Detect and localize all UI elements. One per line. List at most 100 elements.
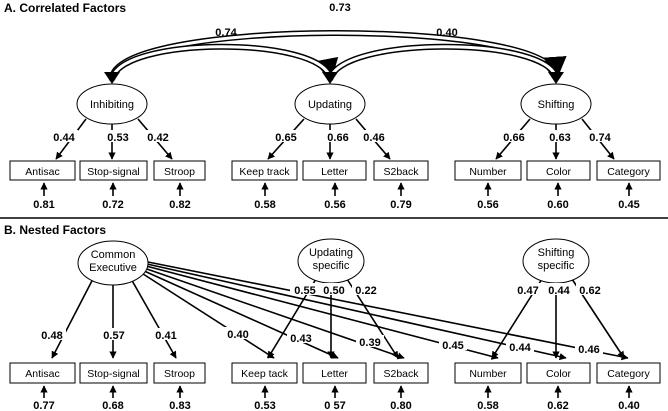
corr-inhibiting-shifting: 0.73: [329, 2, 350, 14]
corr-inhibiting-updating: 0.74: [215, 27, 237, 39]
loading-color: 0.63: [549, 132, 570, 144]
task-box-letter-b: Letter: [302, 362, 367, 384]
task-box-number-b: Number: [454, 362, 522, 384]
factor-label: Inhibiting: [90, 99, 134, 111]
error-stop-signal: 0.72: [102, 199, 123, 211]
task-label: Antisac: [25, 368, 59, 380]
common-loading-keep-tack: 0.40: [227, 329, 248, 341]
error-antisac: 0.81: [33, 199, 54, 211]
task-box-s2back-b: S2back: [373, 362, 429, 384]
loading-keep-track: 0.65: [275, 132, 296, 144]
task-box-antisac: Antisac: [9, 160, 76, 181]
error-number-b: 0.58: [477, 400, 498, 411]
task-box-stop-signal-b: Stop-signal: [79, 362, 148, 384]
factor-label-line2: specific: [313, 260, 350, 272]
error-arrows-a: [40, 182, 633, 196]
error-category-b: 0.40: [618, 400, 639, 411]
updating-loading-keep-tack: 0.55: [294, 285, 315, 297]
factor-updating: Updating: [294, 83, 366, 125]
task-label: Keep tack: [241, 368, 288, 380]
error-letter-b: 0 57: [324, 400, 345, 411]
task-box-letter: Letter: [302, 160, 367, 181]
panel-b-title: B. Nested Factors: [4, 223, 106, 237]
task-box-number: Number: [454, 160, 522, 181]
task-label: Stroop: [164, 166, 195, 178]
corr-updating-shifting: 0.40: [436, 27, 457, 39]
factor-shifting-specific: Shifting specific: [522, 238, 590, 284]
common-loading-number: 0.45: [442, 340, 463, 352]
error-stroop-b: 0.83: [169, 400, 190, 411]
factor-label: Updating: [308, 99, 352, 111]
task-box-keep-track: Keep track: [231, 160, 298, 181]
shifting-loading-number: 0.47: [517, 285, 538, 297]
loading-antisac: 0.44: [53, 132, 75, 144]
task-label: Number: [469, 166, 507, 178]
common-loading-arrows: [51, 261, 629, 361]
task-label: S2back: [383, 166, 419, 178]
error-keep-tack-b: 0.53: [254, 400, 275, 411]
error-color: 0.60: [547, 199, 568, 211]
error-antisac-b: 0.77: [33, 400, 54, 411]
shifting-loading-category: 0.62: [579, 285, 600, 297]
task-label: Keep track: [239, 166, 290, 178]
common-loading-antisac: 0.48: [41, 330, 62, 342]
task-box-color-b: Color: [526, 362, 591, 384]
task-box-stop-signal: Stop-signal: [79, 160, 148, 181]
loading-category: 0.74: [589, 132, 611, 144]
common-loading-category: 0.46: [578, 344, 599, 356]
task-label: Color: [546, 368, 572, 380]
task-label: Letter: [321, 166, 348, 178]
task-label: Color: [546, 166, 572, 178]
common-loading-s2back: 0.39: [359, 337, 380, 349]
loading-number: 0.66: [503, 132, 524, 144]
factor-label: Shifting: [538, 99, 575, 111]
task-label: Category: [607, 368, 650, 380]
panel-a-title: A. Correlated Factors: [4, 1, 126, 15]
task-box-category: Category: [596, 160, 661, 181]
task-label: Stop-signal: [87, 368, 140, 380]
task-box-category-b: Category: [596, 362, 661, 384]
factor-common-executive: Common Executive: [77, 240, 149, 286]
error-stop-signal-b: 0.68: [102, 400, 123, 411]
loading-stop-signal: 0.53: [107, 132, 128, 144]
loading-stroop: 0.42: [147, 132, 168, 144]
error-stroop: 0.82: [169, 199, 190, 211]
task-label: Stop-signal: [87, 166, 140, 178]
updating-loading-letter: 0.50: [323, 285, 344, 297]
error-s2back: 0.79: [390, 199, 411, 211]
error-color-b: 0.62: [547, 400, 568, 411]
factor-label-line1: Updating: [309, 247, 353, 259]
common-loading-color: 0.44: [509, 342, 531, 354]
error-number: 0.56: [477, 199, 498, 211]
factor-label-line1: Shifting: [538, 247, 575, 259]
factor-inhibiting: Inhibiting: [76, 83, 148, 125]
task-label: Stroop: [164, 368, 195, 380]
factor-shifting: Shifting: [520, 83, 592, 125]
factor-label-line1: Common: [91, 249, 136, 261]
shifting-loading-color: 0.44: [548, 285, 570, 297]
common-loading-letter: 0.43: [290, 333, 311, 345]
error-keep-track: 0.58: [254, 199, 275, 211]
task-box-keep-tack-b: Keep tack: [231, 362, 298, 384]
factor-label-line2: Executive: [89, 262, 137, 274]
task-label: Number: [469, 368, 507, 380]
common-loading-stop-signal: 0.57: [103, 330, 124, 342]
task-box-s2back: S2back: [373, 160, 429, 181]
factor-label-line2: specific: [538, 260, 575, 272]
task-box-stroop: Stroop: [153, 160, 206, 181]
task-label: S2back: [383, 368, 419, 380]
loading-letter: 0.66: [327, 132, 348, 144]
updating-loading-s2back: 0.22: [355, 285, 376, 297]
task-label: Category: [607, 166, 650, 178]
factor-updating-specific: Updating specific: [297, 238, 365, 284]
error-letter: 0.56: [324, 199, 345, 211]
task-label: Letter: [321, 368, 348, 380]
task-box-color: Color: [526, 160, 591, 181]
task-box-antisac-b: Antisac: [9, 362, 76, 384]
loading-s2back: 0.46: [363, 132, 384, 144]
error-category: 0.45: [618, 199, 639, 211]
error-s2back-b: 0.80: [390, 400, 411, 411]
task-box-stroop-b: Stroop: [153, 362, 206, 384]
common-loading-stroop: 0.41: [155, 330, 176, 342]
